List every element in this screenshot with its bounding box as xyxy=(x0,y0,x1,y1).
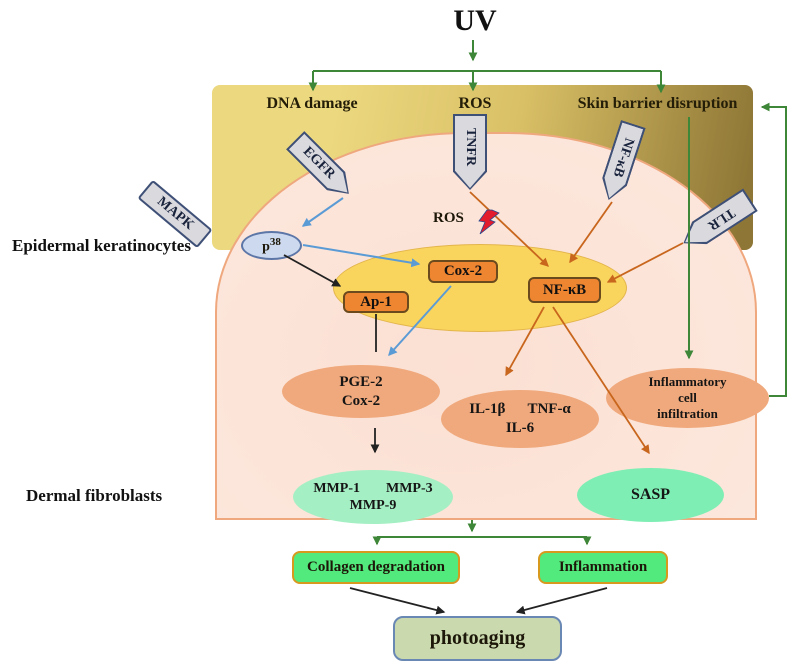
uv-label: UV xyxy=(453,4,497,37)
mmp-line1: MMP-1 MMP-3 xyxy=(313,480,432,498)
nfkb-node: NF-κB xyxy=(528,277,601,303)
mmp3-label: MMP-3 xyxy=(386,480,433,496)
skin-barrier-label: Skin barrier disruption xyxy=(577,95,738,112)
inflammation-box: Inflammation xyxy=(538,551,668,584)
arrow-collagen-to-photoaging xyxy=(349,587,446,615)
infiltration-line3: infiltration xyxy=(657,406,718,422)
ros-band-label: ROS xyxy=(458,95,492,112)
cox2-mediator-label: Cox-2 xyxy=(341,392,381,409)
infiltration-line1: Inflammatory xyxy=(648,373,727,389)
tnfr-receptor-tag: TNFR xyxy=(453,114,487,190)
cox2-node: Cox-2 xyxy=(428,260,498,283)
inflammatory-infiltration-ellipse: Inflammatory cell infiltration xyxy=(606,368,769,428)
photoaging-box: photoaging xyxy=(393,616,562,661)
ap1-node: Ap-1 xyxy=(343,291,409,313)
mmp1-label: MMP-1 xyxy=(313,480,360,496)
il1b-label: IL-1β xyxy=(469,401,506,418)
sasp-ellipse: SASP xyxy=(577,468,724,522)
mmp-ellipse: MMP-1 MMP-3 MMP-9 xyxy=(293,470,453,524)
collagen-degradation-box: Collagen degradation xyxy=(292,551,460,584)
dna-damage-label: DNA damage xyxy=(266,95,358,112)
ros-intracellular-label: ROS xyxy=(433,210,464,226)
p38-node: p38 xyxy=(241,231,302,260)
feedback-loop-arrow xyxy=(760,102,787,397)
mapk-tag-label: MAPK xyxy=(154,194,197,234)
tnfa-label: TNF-α xyxy=(527,401,571,418)
infiltration-line2: cell xyxy=(678,389,697,405)
epidermal-keratinocytes-label: Epidermal keratinocytes xyxy=(12,236,191,255)
pge2-cox2-ellipse: PGE-2 Cox-2 xyxy=(282,365,440,418)
il6-label: IL-6 xyxy=(505,420,535,436)
mmp9-label: MMP-9 xyxy=(349,498,397,513)
pge2-label: PGE-2 xyxy=(339,373,383,390)
dermal-fibroblasts-label: Dermal fibroblasts xyxy=(26,486,163,505)
cytokines-ellipse: IL-1β TNF-α IL-6 xyxy=(441,390,599,448)
arrow-inflammation-to-photoaging xyxy=(515,587,608,615)
p38-label: p38 xyxy=(262,235,281,255)
cytokines-line1: IL-1β TNF-α xyxy=(469,400,571,419)
tnfr-tag-label: TNFR xyxy=(463,127,478,167)
